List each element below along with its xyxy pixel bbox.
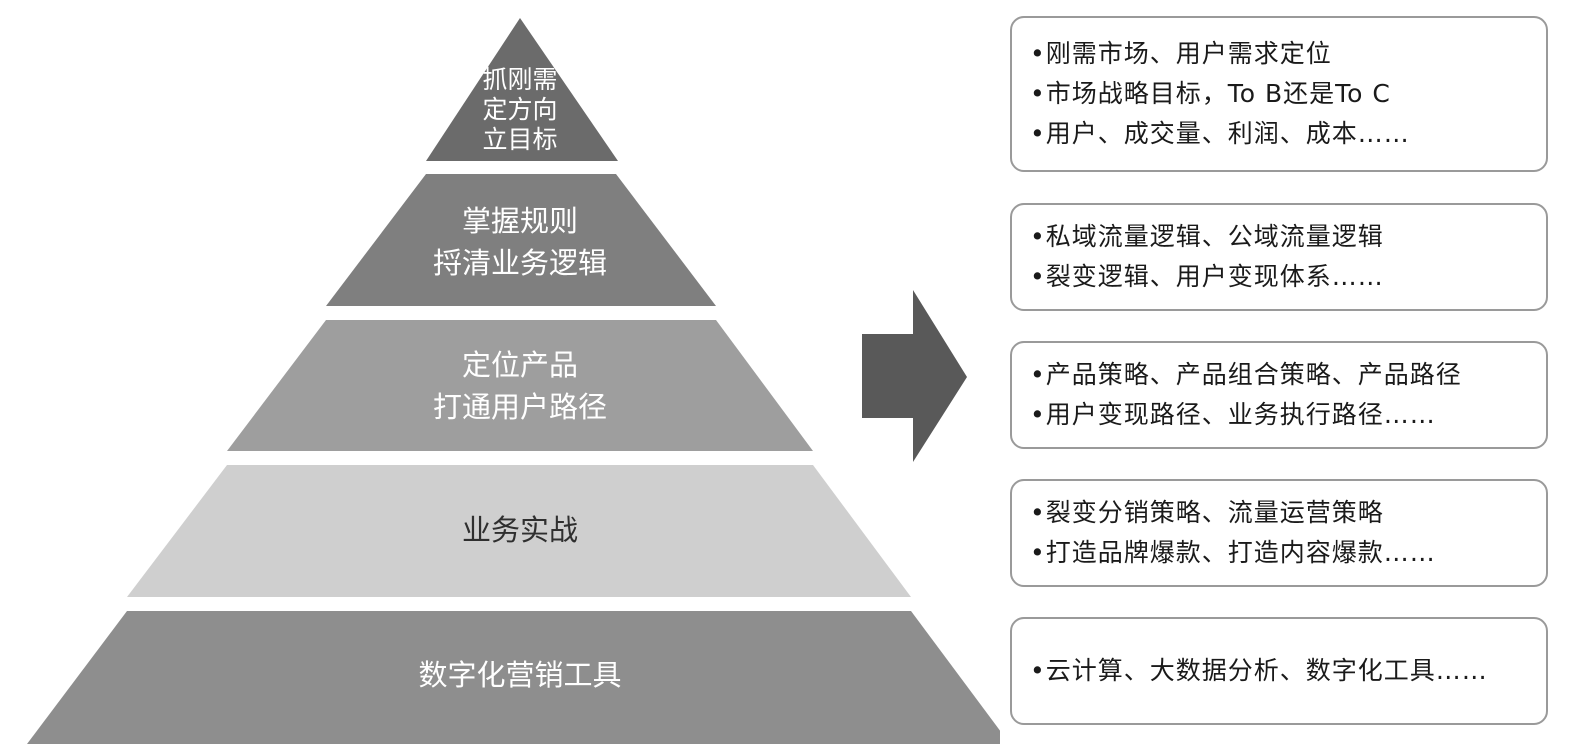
tier-3-line-1: 定位产品 — [461, 348, 579, 382]
tier-3-shape — [227, 320, 813, 451]
detail-box-5: •云计算、大数据分析、数字化工具…… — [1010, 617, 1548, 725]
tier-4-shape — [127, 465, 911, 597]
detail-box-5-line-1: •云计算、大数据分析、数字化工具…… — [1030, 656, 1488, 685]
tier-1-line-3: 立目标 — [482, 125, 558, 154]
tier-4-label: 业务实战 — [462, 509, 578, 551]
tier-1-label: 抓刚需 定方向 立目标 — [482, 65, 557, 155]
tier-1-shape — [426, 18, 618, 161]
detail-box-3: •产品策略、产品组合策略、产品路径 •用户变现路径、业务执行路径…… — [1010, 341, 1548, 449]
tier-4-line-1: 业务实战 — [461, 513, 579, 547]
tier-2-label: 掌握规则 捋清业务逻辑 — [433, 200, 607, 284]
tier-2-shape — [326, 174, 716, 306]
detail-box-2-line-2: •裂变逻辑、用户变现体系…… — [1030, 262, 1384, 291]
detail-box-2: •私域流量逻辑、公域流量逻辑 •裂变逻辑、用户变现体系…… — [1010, 203, 1548, 311]
tier-5-line-1: 数字化营销工具 — [418, 658, 622, 692]
detail-box-3-line-2: •用户变现路径、业务执行路径…… — [1030, 400, 1436, 429]
detail-box-4-line-1: •裂变分销策略、流量运营策略 — [1030, 498, 1384, 527]
tier-5-shape — [27, 611, 1000, 744]
detail-box-1-line-3: •用户、成交量、利润、成本…… — [1030, 119, 1410, 148]
detail-box-4-line-2: •打造品牌爆款、打造内容爆款…… — [1030, 538, 1436, 567]
detail-box-1: •刚需市场、用户需求定位 •市场战略目标，To B还是To C •用户、成交量、… — [1010, 16, 1548, 172]
tier-5-label: 数字化营销工具 — [418, 654, 621, 696]
detail-box-1-line-2: •市场战略目标，To B还是To C — [1030, 79, 1391, 108]
detail-box-2-line-1: •私域流量逻辑、公域流量逻辑 — [1030, 222, 1384, 251]
tier-2-line-2: 捋清业务逻辑 — [432, 246, 608, 280]
tier-3-line-2: 打通用户路径 — [432, 390, 608, 424]
tier-1-line-1: 抓刚需 — [482, 65, 558, 94]
tier-1-line-2: 定方向 — [482, 95, 558, 124]
tier-2-line-1: 掌握规则 — [461, 204, 579, 238]
tier-3-label: 定位产品 打通用户路径 — [433, 344, 607, 428]
pyramid-diagram — [27, 18, 1000, 744]
detail-box-1-line-1: •刚需市场、用户需求定位 — [1030, 39, 1332, 68]
right-arrow-icon — [862, 290, 967, 462]
detail-box-4: •裂变分销策略、流量运营策略 •打造品牌爆款、打造内容爆款…… — [1010, 479, 1548, 587]
detail-box-3-line-1: •产品策略、产品组合策略、产品路径 — [1030, 360, 1462, 389]
